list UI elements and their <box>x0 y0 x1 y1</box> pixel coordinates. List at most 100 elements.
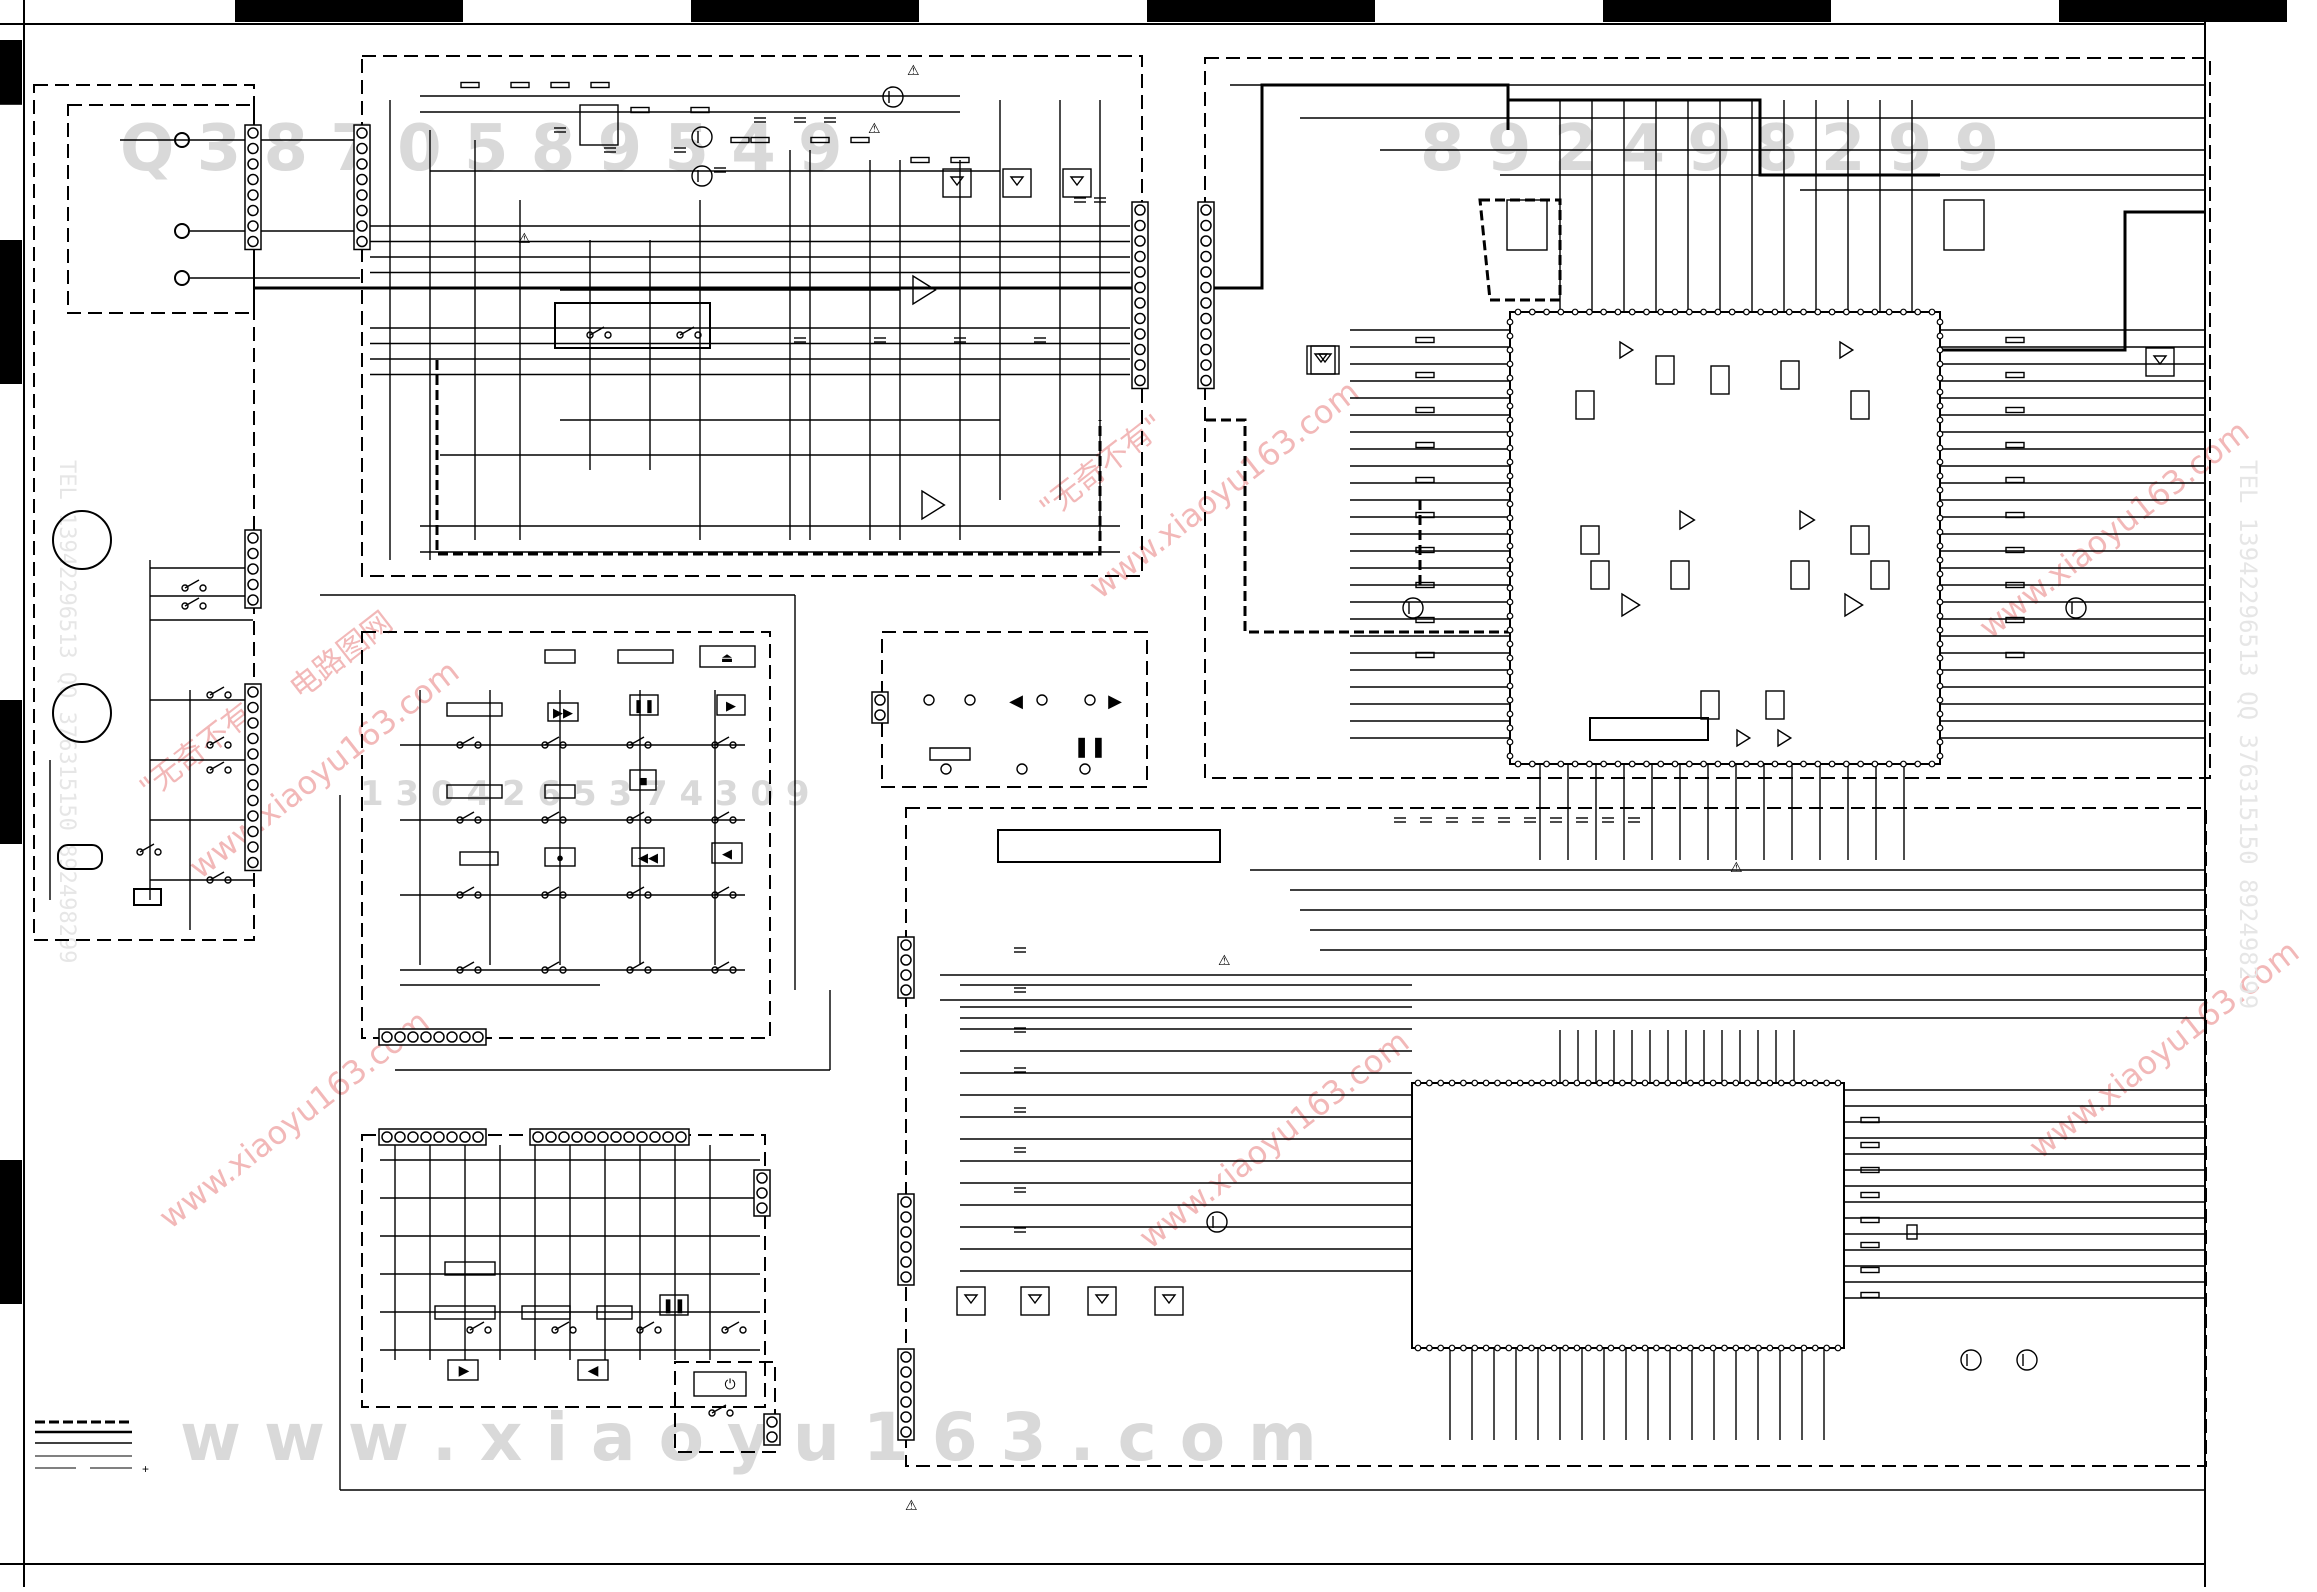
watermark-cn-3: "无奇不有" <box>1033 408 1171 526</box>
switch-contact <box>199 584 207 592</box>
rew-key[interactable] <box>631 847 665 867</box>
warning-icon: ⚠ <box>1218 952 1231 968</box>
switch-contact <box>541 816 549 824</box>
transistor <box>1960 1349 1982 1371</box>
ic-main-pin-right <box>1936 346 1944 354</box>
display-label-1 <box>444 1261 496 1276</box>
key-label-box-2 <box>617 649 674 664</box>
warning-icon: ⚠ <box>907 62 920 78</box>
ic-main-pin-left <box>1506 458 1514 466</box>
ic-mcu-pin-top <box>1505 1079 1513 1087</box>
ic-internal-block <box>1670 560 1690 590</box>
connector-main-in-pin <box>1200 343 1212 356</box>
ic-mcu-pin-bottom <box>1834 1344 1842 1352</box>
connector-display-side-pin <box>756 1172 768 1184</box>
ic-internal-block <box>1590 560 1610 590</box>
connector-control-a-pin <box>900 984 912 996</box>
switch-contact <box>729 816 737 824</box>
ff-key[interactable] <box>547 702 579 722</box>
connector-jack-a-pin <box>247 173 259 186</box>
ic-main-pin-right <box>1936 654 1944 662</box>
photocoupler <box>1009 176 1025 187</box>
watermark-tel-left: TEL 13942296513 QQ 376315150 892498299 <box>54 460 79 963</box>
power-switch-block <box>674 1361 776 1453</box>
switch-contact <box>739 1326 747 1334</box>
connector-display-a-pin <box>459 1131 471 1143</box>
rev-direction-icon: ◀ <box>1009 691 1023 711</box>
connector-preamp-out-pin <box>1134 281 1146 294</box>
ic-main-pin-left <box>1506 402 1514 410</box>
reverse-key[interactable] <box>711 842 743 864</box>
ic-main-pin-bottom <box>1842 760 1850 768</box>
resistor <box>590 81 610 89</box>
connector-control-b-pin <box>900 1241 912 1253</box>
eject-key[interactable] <box>699 645 756 668</box>
pause-key[interactable] <box>629 694 659 716</box>
switch-contact <box>544 886 560 896</box>
ic-main-pin-left <box>1506 332 1514 340</box>
switch-contact <box>224 876 232 884</box>
ic-main-pin-right <box>1936 570 1944 578</box>
watermark-site-bottom: w w w . x i a o y u 1 6 3 . c o m <box>180 1399 1317 1476</box>
connector-display-a-pin <box>420 1131 432 1143</box>
connector-preamp-out-pin <box>1134 343 1146 356</box>
switch-contact <box>626 891 634 899</box>
photocoupler <box>963 1294 979 1305</box>
ic-mcu-pin-top <box>1528 1079 1535 1087</box>
ic-main-pin-right <box>1936 542 1944 550</box>
resistor <box>2005 476 2025 484</box>
connector-control-b-pin <box>900 1196 912 1208</box>
display-pause-icon: ❚❚ <box>662 1297 685 1314</box>
resistor <box>690 106 710 114</box>
connector-mech-pin <box>247 825 259 838</box>
ic-mcu-pin-top <box>1448 1079 1456 1087</box>
ic-main-pin-top <box>1885 308 1893 316</box>
ic-main-pin-right <box>1936 374 1944 382</box>
ic-main-pin-top <box>1543 308 1550 316</box>
ic-main-pin-bottom <box>1885 760 1893 768</box>
play-key[interactable] <box>716 694 746 716</box>
connector-main-in-pin <box>1200 359 1212 371</box>
connector-display-b-pin <box>623 1131 635 1143</box>
ic-internal-block <box>1700 690 1720 720</box>
switch-contact <box>626 741 634 749</box>
ic-main-pin-left <box>1506 500 1514 508</box>
ic-main-pin-bottom <box>1828 760 1836 768</box>
resistor <box>2005 511 2025 519</box>
ic-main-pin-bottom <box>1685 760 1693 768</box>
switch-contact <box>154 848 162 856</box>
ic-mcu-pin-top <box>1414 1079 1422 1087</box>
ic-main-pin-bottom <box>1628 760 1636 768</box>
ic-main-pin-bottom <box>1900 760 1907 768</box>
ic-main-pin-top <box>1828 308 1836 316</box>
switch-contact <box>181 602 189 610</box>
connector-preamp-out-pin <box>1134 250 1146 263</box>
switch-contact <box>721 1326 729 1334</box>
components <box>136 81 2175 1417</box>
switch-contact <box>206 691 214 699</box>
switch-contact <box>711 891 719 899</box>
stop-key[interactable] <box>629 769 657 791</box>
connector-control-b-pin <box>900 1256 912 1268</box>
connector-power-switch-pin <box>766 1431 778 1443</box>
op-amp <box>1736 728 1752 748</box>
ic-main-pin-bottom <box>1814 760 1822 768</box>
power-key[interactable] <box>693 1371 747 1397</box>
transistor <box>1402 597 1424 619</box>
jack-and-mech-block <box>33 84 255 941</box>
stop-icon: ■ <box>638 773 647 790</box>
display-pause-key[interactable] <box>659 1294 689 1316</box>
ic-main-pin-right <box>1936 752 1944 760</box>
connector-display-b-pin <box>532 1131 544 1143</box>
ic-main-pin-left <box>1506 668 1514 676</box>
display-reverse-key[interactable] <box>577 1359 609 1381</box>
transistor <box>2016 1349 2038 1371</box>
ic-mcu-pin-top <box>1664 1079 1672 1087</box>
rec-key[interactable] <box>544 847 576 867</box>
resistor <box>510 81 530 89</box>
ic-mcu-pin-bottom <box>1596 1344 1604 1352</box>
display-play-key[interactable] <box>447 1359 479 1381</box>
connector-main-in-pin <box>1200 250 1212 263</box>
ic-main-pin-left <box>1506 472 1514 480</box>
switch-contact <box>554 1321 570 1331</box>
